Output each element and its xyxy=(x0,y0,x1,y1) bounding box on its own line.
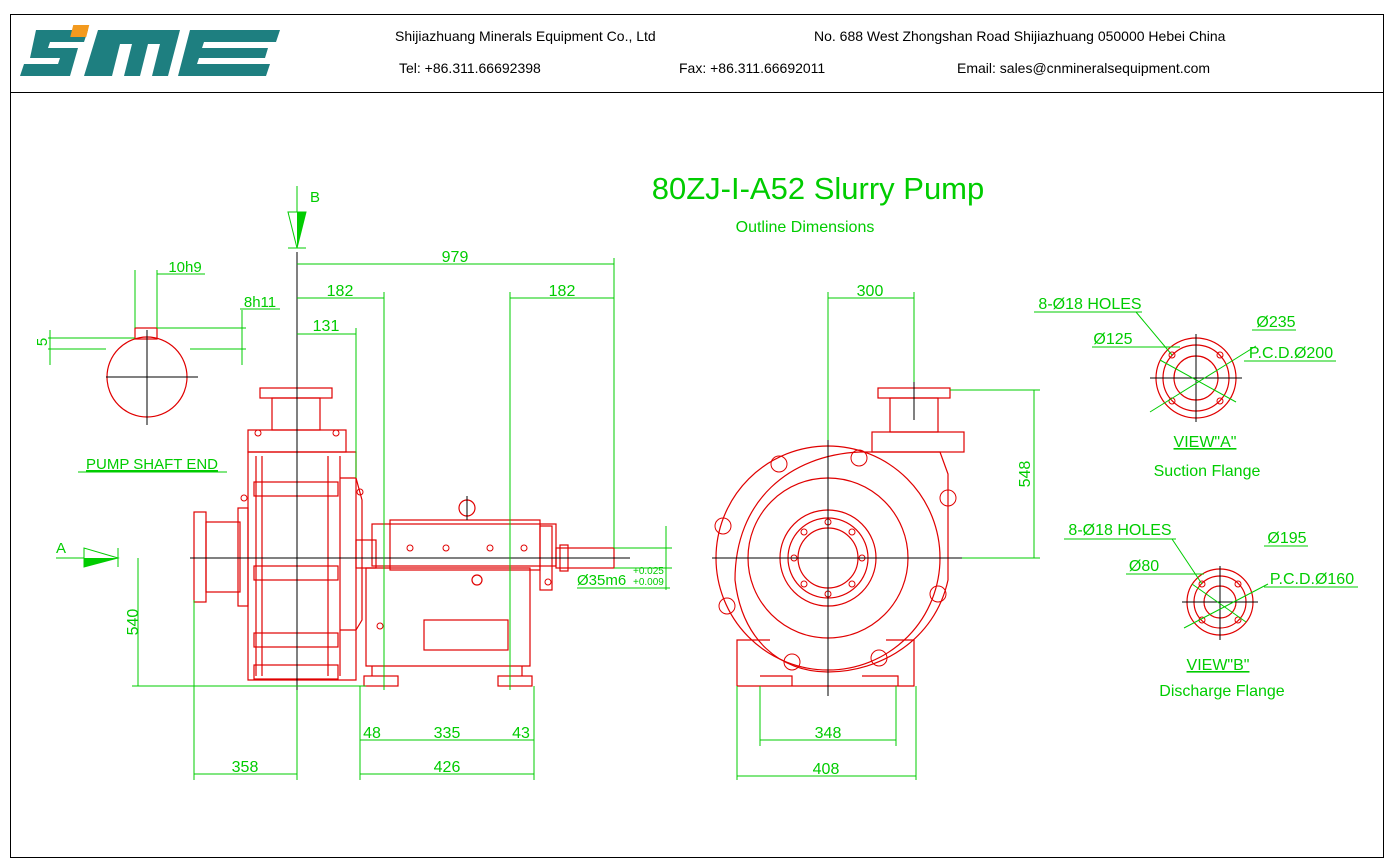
discharge-inner-dia: Ø80 xyxy=(1129,558,1159,575)
shaft-end-label: PUMP SHAFT END xyxy=(86,456,218,473)
sme-logo xyxy=(20,25,280,76)
dim-10h9: 10h9 xyxy=(168,259,201,276)
dim-548: 548 xyxy=(1017,461,1034,488)
dim-300: 300 xyxy=(857,283,884,300)
discharge-pcd: P.C.D.Ø160 xyxy=(1270,571,1354,588)
drawing-frame xyxy=(10,14,1384,858)
pump-front-view xyxy=(712,380,965,696)
view-arrow-a: A xyxy=(56,540,120,568)
suction-outer-dia: Ø235 xyxy=(1256,314,1295,331)
discharge-flange-view: 8-Ø18 HOLES Ø80 Ø195 P.C.D.Ø160 VIEW"B" … xyxy=(1064,522,1358,700)
suction-flange-view: 8-Ø18 HOLES Ø125 Ø235 P.C.D.Ø200 VIEW"A"… xyxy=(1034,296,1336,480)
suction-view-label: VIEW"A" xyxy=(1174,434,1237,451)
dim-5: 5 xyxy=(34,338,51,346)
fax-number: Fax: +86.311.66692011 xyxy=(679,60,826,76)
drawing-subtitle: Outline Dimensions xyxy=(736,219,875,236)
side-view-dimensions: 979 182 182 131 540 358 48 335 43 426 Ø3… xyxy=(125,249,672,780)
suction-pcd: P.C.D.Ø200 xyxy=(1249,345,1333,362)
email-address: Email: sales@cnmineralsequipment.com xyxy=(957,60,1211,76)
suction-flange-name: Suction Flange xyxy=(1154,463,1261,480)
dim-43: 43 xyxy=(512,725,530,742)
dim-8h11: 8h11 xyxy=(244,294,276,311)
drawing-title: 80ZJ-I-A52 Slurry Pump xyxy=(652,171,985,206)
front-view-dimensions: 300 548 348 408 xyxy=(736,283,1040,780)
dim-979: 979 xyxy=(442,249,469,266)
view-a-letter: A xyxy=(56,540,66,557)
suction-holes: 8-Ø18 HOLES xyxy=(1038,296,1141,313)
view-b-letter: B xyxy=(310,189,320,206)
header-divider xyxy=(10,92,1384,93)
suction-inner-dia: Ø125 xyxy=(1093,331,1132,348)
dim-182-right: 182 xyxy=(549,283,576,300)
dim-48: 48 xyxy=(363,725,381,742)
tel-number: Tel: +86.311.66692398 xyxy=(399,60,541,76)
discharge-view-label: VIEW"B" xyxy=(1187,657,1250,674)
dim-182-left: 182 xyxy=(327,283,354,300)
shaft-tolerance: Ø35m6 xyxy=(577,572,626,589)
dim-335: 335 xyxy=(434,725,461,742)
pump-side-view xyxy=(190,252,630,690)
discharge-holes: 8-Ø18 HOLES xyxy=(1068,522,1171,539)
dim-540: 540 xyxy=(125,609,142,636)
discharge-flange-name: Discharge Flange xyxy=(1159,683,1285,700)
dim-348: 348 xyxy=(815,725,842,742)
shaft-end-detail: 10h9 8h11 5 PUMP SHAFT END xyxy=(34,259,280,473)
shaft-tolerance-upper: +0.025 xyxy=(633,566,664,577)
dim-131: 131 xyxy=(313,318,340,335)
dim-426: 426 xyxy=(434,759,461,776)
view-arrow-b: B xyxy=(287,186,320,249)
dim-358: 358 xyxy=(232,759,259,776)
discharge-outer-dia: Ø195 xyxy=(1267,530,1306,547)
shaft-tolerance-lower: +0.009 xyxy=(633,577,664,588)
company-name: Shijiazhuang Minerals Equipment Co., Ltd xyxy=(395,28,656,44)
company-address: No. 688 West Zhongshan Road Shijiazhuang… xyxy=(814,28,1226,44)
dim-408: 408 xyxy=(813,761,840,778)
